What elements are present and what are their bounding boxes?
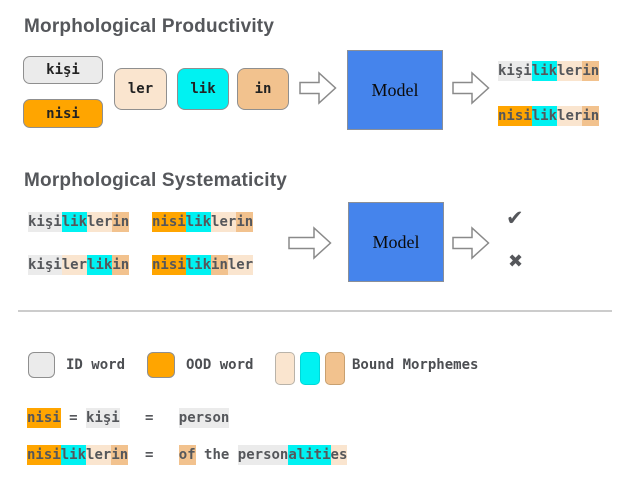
word-segment: in bbox=[236, 212, 254, 232]
word-segment: nisi bbox=[498, 106, 532, 126]
output-word: kişiliklerin bbox=[498, 61, 600, 81]
word-segment: person bbox=[237, 445, 289, 465]
test-word: nisiliklerin bbox=[152, 212, 254, 232]
word-segment: of bbox=[178, 445, 196, 465]
word-segment: person bbox=[178, 408, 230, 428]
systematicity-section-title: Morphological Systematicity bbox=[24, 170, 288, 191]
word-segment: = bbox=[60, 410, 87, 426]
word-segment: ler bbox=[86, 445, 112, 465]
word-segment: nisi bbox=[27, 408, 61, 428]
cross-icon: ✖ bbox=[508, 251, 524, 272]
word-segment bbox=[120, 408, 145, 428]
word-segment: ler bbox=[557, 61, 583, 81]
word-segment: kişi bbox=[28, 212, 62, 232]
word-segment: lik bbox=[531, 61, 558, 81]
morpheme-label: ler bbox=[127, 81, 154, 97]
word-segment: = bbox=[145, 410, 154, 426]
word-segment: nisi bbox=[152, 212, 186, 232]
right-arrow-icon bbox=[299, 71, 337, 105]
test-word: kişiliklerin bbox=[28, 212, 130, 232]
stem-label: kişi bbox=[46, 62, 80, 78]
word-segment: kişi bbox=[86, 408, 120, 428]
stem-label: nisi bbox=[46, 105, 80, 122]
word-segment: aliti bbox=[288, 445, 331, 465]
legend-ood-label: OOD word bbox=[186, 357, 254, 373]
word-segment: kişi bbox=[498, 61, 532, 81]
model-box: Model bbox=[347, 50, 443, 130]
word-segment: ler bbox=[557, 106, 583, 126]
divider bbox=[18, 310, 612, 312]
word-segment bbox=[153, 445, 178, 465]
word-segment: in bbox=[211, 255, 228, 275]
word-segment: in bbox=[582, 106, 600, 126]
model-box: Model bbox=[348, 202, 444, 282]
word-segment: es bbox=[330, 445, 348, 465]
word-segment bbox=[128, 445, 145, 465]
check-icon: ✔ bbox=[506, 206, 524, 230]
legend-morpheme-swatch-3 bbox=[325, 352, 345, 385]
output-word: nisiliklerin bbox=[498, 106, 600, 126]
morpheme-box-in: in bbox=[237, 68, 289, 110]
legend-ood-swatch bbox=[147, 352, 175, 378]
word-segment: lik bbox=[87, 255, 113, 275]
word-segment: ler bbox=[227, 255, 254, 275]
legend-bound-morphemes-label: Bound Morphemes bbox=[352, 357, 479, 373]
stem-box-id: kişi bbox=[23, 56, 103, 84]
morpheme-label: lik bbox=[190, 81, 216, 97]
morpheme-box-ler: ler bbox=[114, 68, 167, 110]
word-segment: nisi bbox=[152, 255, 186, 275]
test-word: nisilikinler bbox=[152, 255, 254, 275]
right-arrow-icon bbox=[452, 226, 490, 260]
word-segment: ler bbox=[61, 255, 88, 275]
model-label: Model bbox=[371, 79, 419, 100]
right-arrow-icon bbox=[452, 71, 490, 105]
word-segment: lik bbox=[531, 106, 558, 126]
right-arrow-icon bbox=[288, 226, 332, 260]
word-segment: lik bbox=[61, 212, 88, 232]
word-segment: the bbox=[195, 447, 238, 463]
word-segment: in bbox=[112, 255, 130, 275]
word-segment bbox=[153, 408, 178, 428]
word-segment: = bbox=[145, 447, 154, 463]
morpheme-label: in bbox=[254, 81, 272, 97]
word-segment: in bbox=[111, 445, 129, 465]
equation-row-1: nisi = kişi = person bbox=[27, 408, 230, 428]
model-label: Model bbox=[372, 231, 420, 252]
legend-morpheme-swatch-2 bbox=[300, 352, 320, 385]
productivity-section-title: Morphological Productivity bbox=[24, 16, 275, 37]
word-segment: kişi bbox=[28, 255, 62, 275]
word-segment: nisi bbox=[27, 445, 61, 465]
legend-morpheme-swatch-1 bbox=[275, 352, 295, 385]
legend-id-swatch bbox=[28, 352, 55, 378]
word-segment: lik bbox=[60, 445, 87, 465]
word-segment: in bbox=[112, 212, 130, 232]
word-segment: in bbox=[582, 61, 600, 81]
legend-id-label: ID word bbox=[66, 357, 126, 373]
word-segment: lik bbox=[185, 255, 212, 275]
word-segment: lik bbox=[185, 212, 212, 232]
word-segment: ler bbox=[87, 212, 113, 232]
morpheme-box-lik: lik bbox=[177, 68, 229, 110]
test-word: kişilerlikin bbox=[28, 255, 130, 275]
equation-row-2: nisiliklerin = of the personalities bbox=[27, 445, 348, 465]
stem-box-ood: nisi bbox=[23, 99, 103, 128]
word-segment: ler bbox=[211, 212, 237, 232]
